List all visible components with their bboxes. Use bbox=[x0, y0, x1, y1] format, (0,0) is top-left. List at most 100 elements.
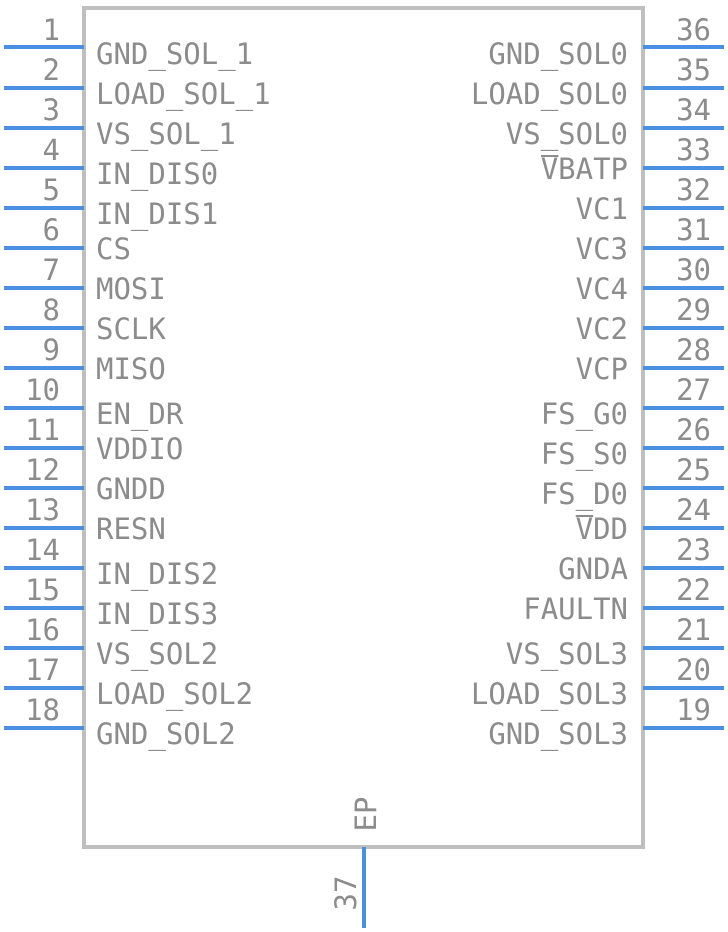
pin-name-ep: EP bbox=[349, 797, 383, 832]
pin-number-17: 17 bbox=[25, 653, 60, 687]
pin-number-28: 28 bbox=[676, 333, 711, 367]
pin-name-load-sol2: LOAD_SOL2 bbox=[96, 677, 253, 712]
pin-name-vddio: VDDIO bbox=[96, 432, 183, 466]
pin-name-vs-sol3: VS_SOL3 bbox=[506, 637, 628, 672]
pin-name-fs-d0: FS_D0 bbox=[541, 477, 628, 512]
pin-number-13: 13 bbox=[25, 493, 60, 527]
pin-name-vc1: VC1 bbox=[576, 192, 628, 226]
pin-number-36: 36 bbox=[676, 13, 711, 47]
pin-number-14: 14 bbox=[25, 533, 60, 567]
pin-number-24: 24 bbox=[676, 493, 711, 527]
pin-number-6: 6 bbox=[43, 213, 60, 247]
pin-37: 37 EP bbox=[329, 797, 383, 928]
pin-name-sclk: SCLK bbox=[96, 312, 166, 346]
pin-name-gndd: GNDD bbox=[96, 472, 166, 506]
pin-name-miso: MISO bbox=[96, 352, 166, 386]
pin-5: 5IN_DIS1 bbox=[4, 173, 218, 232]
pin-number-5: 5 bbox=[43, 173, 60, 207]
pin-name-vdd: VDD bbox=[576, 512, 628, 546]
pin-name-fs-s0: FS_S0 bbox=[541, 437, 628, 472]
bottom-pin-group: 37 EP bbox=[329, 797, 383, 928]
pin-name-gnd-sol2: GND_SOL2 bbox=[96, 717, 236, 752]
pin-number-29: 29 bbox=[676, 293, 711, 327]
pin-name-in-dis3: IN_DIS3 bbox=[96, 597, 218, 632]
pin-number-21: 21 bbox=[676, 613, 711, 647]
pin-number-19: 19 bbox=[676, 693, 711, 727]
pin-number-23: 23 bbox=[676, 533, 711, 567]
pin-name-load-sol3: LOAD_SOL3 bbox=[471, 677, 628, 712]
pin-number-31: 31 bbox=[676, 213, 711, 247]
pin-number-3: 3 bbox=[43, 93, 60, 127]
pin-name-vc4: VC4 bbox=[576, 272, 628, 306]
pin-6: 6CS bbox=[4, 213, 131, 266]
pin-name-cs: CS bbox=[96, 232, 131, 266]
pin-name-in-dis0: IN_DIS0 bbox=[96, 157, 218, 192]
pin-name-in-dis1: IN_DIS1 bbox=[96, 197, 218, 232]
pin-name-vs-sol2: VS_SOL2 bbox=[96, 637, 218, 672]
pin-number-10: 10 bbox=[25, 373, 60, 407]
pin-number-34: 34 bbox=[676, 93, 711, 127]
pin-number-9: 9 bbox=[43, 333, 60, 367]
pin-number-33: 33 bbox=[676, 133, 711, 167]
pin-name-in-dis2: IN_DIS2 bbox=[96, 557, 218, 592]
pin-number-12: 12 bbox=[25, 453, 60, 487]
pin-name-fs-g0: FS_G0 bbox=[541, 397, 628, 432]
pin-number-22: 22 bbox=[676, 573, 711, 607]
pin-name-vc3: VC3 bbox=[576, 232, 628, 266]
pin-name-vs-sol-1: VS_SOL_1 bbox=[96, 117, 236, 152]
pin-name-faultn: FAULTN bbox=[523, 592, 628, 626]
pin-number-25: 25 bbox=[676, 453, 711, 487]
pin-name-resn: RESN bbox=[96, 512, 166, 546]
pin-number-2: 2 bbox=[43, 53, 60, 87]
pin-number-30: 30 bbox=[676, 253, 711, 287]
pin-number-8: 8 bbox=[43, 293, 60, 327]
pin-name-vc2: VC2 bbox=[576, 312, 628, 346]
pin-number-16: 16 bbox=[25, 613, 60, 647]
pin-3: 3VS_SOL_1 bbox=[4, 93, 236, 152]
pin-name-mosi: MOSI bbox=[96, 272, 166, 306]
pin-name-vcp: VCP bbox=[576, 352, 628, 386]
pin-number-11: 11 bbox=[25, 413, 60, 447]
pin-4: 4IN_DIS0 bbox=[4, 133, 218, 192]
pin-name-load-sol0: LOAD_SOL0 bbox=[471, 77, 628, 112]
pin-number-20: 20 bbox=[676, 653, 711, 687]
pin-name-load-sol-1: LOAD_SOL_1 bbox=[96, 77, 271, 112]
pin-number-32: 32 bbox=[676, 173, 711, 207]
pin-number-15: 15 bbox=[25, 573, 60, 607]
pin-name-vs-sol0: VS_SOL0 bbox=[506, 117, 628, 152]
pin-number-37: 37 bbox=[329, 876, 363, 911]
